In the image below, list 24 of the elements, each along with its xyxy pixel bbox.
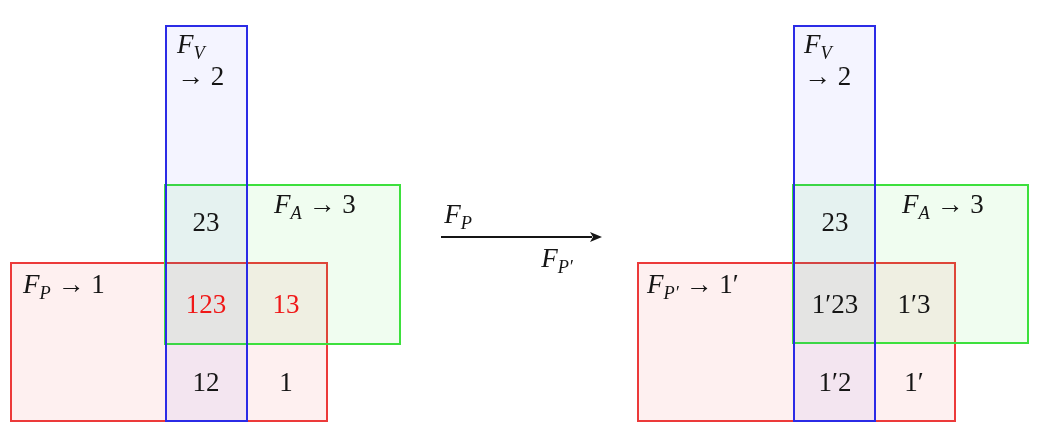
region-number: 1 [279, 368, 293, 398]
region-number: 123 [185, 290, 227, 320]
region-number: 13 [272, 290, 300, 320]
arrow-label: F$_{P}$ [444, 200, 472, 230]
set-rectangle [637, 262, 956, 422]
region-number: 23 [821, 208, 849, 238]
set-label: F$_{P′}$ → 1′ [647, 268, 739, 301]
region-number: 1′ [904, 368, 924, 398]
region-number: 1′3 [897, 290, 931, 320]
set-label: F$_{A}$ → 3 [274, 188, 356, 221]
region-number: 12 [192, 368, 220, 398]
set-rectangle [792, 184, 1029, 344]
set-rectangle [10, 262, 328, 422]
set-rectangle [793, 25, 876, 422]
set-label: F$_{V}$ → 2 [177, 28, 226, 93]
set-label: F$_{A}$ → 3 [902, 188, 984, 221]
arrow-label: F$_{P′}$ [541, 244, 573, 274]
region-number: 23 [192, 208, 220, 238]
set-label: F$_{V}$ → 2 [804, 28, 853, 93]
set-rectangle [165, 25, 248, 422]
set-label: F$_{P}$ → 1 [23, 268, 105, 301]
set-rectangle [164, 184, 401, 345]
region-number: 1′2 [818, 368, 852, 398]
region-number: 1′23 [811, 290, 859, 320]
